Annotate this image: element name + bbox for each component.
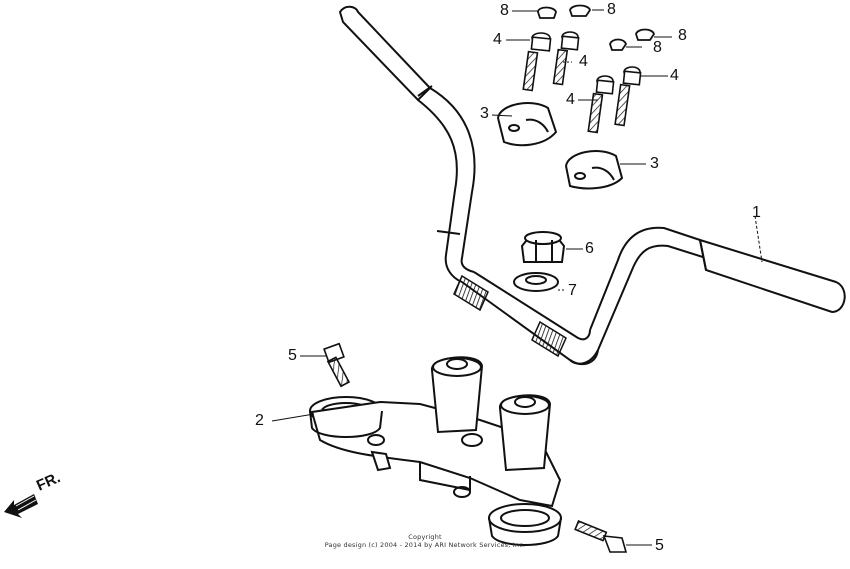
callout-bolt-a: 4 [493,31,502,48]
callout-upper-holder-a: 3 [480,105,489,122]
cap-parts [537,4,655,51]
upper-holders [496,102,624,190]
callout-upper-holder-b: 3 [650,155,659,172]
handlebar-knurl [453,274,567,358]
callout-bolt-5-lower: 5 [655,537,664,554]
copyright-notice: Page design (c) 2004 - 2014 by ARI Netwo… [324,541,526,549]
washer [513,272,559,292]
leader-lines [271,9,763,546]
copyright-heading: Copyright [408,533,442,541]
front-direction-arrow [4,494,38,518]
callout-handlebar: 1 [752,204,761,221]
nut [520,231,566,263]
bolts-5 [323,342,628,553]
callout-nut: 6 [585,240,594,257]
handlebar [338,5,846,366]
callout-cap-c: 8 [653,39,662,56]
callout-bolt-b: 4 [579,53,588,70]
callout-bolt-d: 4 [670,67,679,84]
callout-cap-a: 8 [500,2,509,19]
bolts-4 [522,31,642,134]
callout-washer: 7 [568,282,577,299]
callout-bolt-5-upper: 5 [288,347,297,364]
callout-bolt-c: 4 [566,91,575,108]
callout-top-bridge: 2 [255,412,264,429]
callout-cap-b: 8 [607,1,616,18]
top-bridge [309,356,562,546]
callout-cap-d: 8 [678,27,687,44]
